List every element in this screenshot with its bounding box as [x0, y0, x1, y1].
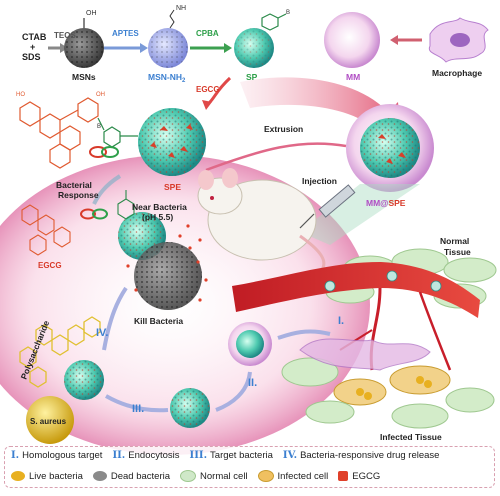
s-aureus-cell — [26, 396, 74, 444]
macrophage-label: Macrophage — [432, 68, 482, 78]
egcg-molecule-top — [19, 97, 99, 169]
legend-step-num: IV. — [282, 450, 298, 461]
mm-vesicle — [324, 12, 380, 68]
step-iii-marker: III. — [132, 403, 144, 415]
mm-label: MM — [346, 72, 360, 82]
kill-bacteria-label: Kill Bacteria — [134, 316, 183, 326]
svg-text:B: B — [97, 124, 101, 130]
syringe — [299, 184, 356, 229]
normal-cell-icon — [180, 470, 197, 482]
egcg-reagent-label: EGCG — [196, 85, 220, 94]
sp-label: SP — [246, 72, 258, 82]
arrow-spe-to-mmspe — [205, 142, 347, 172]
legend-step-num: II. — [112, 450, 126, 461]
step-i-marker: I. — [338, 315, 344, 327]
legend-step-text: Homologous target — [22, 450, 103, 461]
cpba-label: CPBA — [196, 29, 219, 38]
arrow-step-iii — [105, 394, 169, 413]
arrow-response — [92, 174, 122, 205]
injection-beam — [300, 184, 420, 245]
macrophage-in-tissue — [299, 338, 431, 371]
boronic-acid-release — [117, 190, 135, 220]
bacteria-cluster — [356, 388, 364, 396]
released-egcg-dots — [126, 224, 208, 302]
legend-step-text: Bacteria-responsive drug release — [300, 450, 440, 461]
mouse-ear — [198, 170, 214, 190]
circulating-np — [324, 280, 336, 292]
legend-step-text: Target bacteria — [210, 450, 273, 461]
polysaccharide-chain — [19, 316, 101, 388]
arrow-head-egcg — [202, 100, 212, 110]
infected-cell-icon — [257, 470, 274, 482]
cleaved-link — [80, 208, 108, 220]
live-bacteria-icon — [11, 471, 25, 481]
near-bacteria-label-1: Near Bacteria — [132, 202, 187, 212]
amine-chain — [169, 9, 175, 29]
arrow-step-iv — [102, 286, 128, 351]
legend-step-num: III. — [189, 450, 208, 461]
legend-step-iii: III. Target bacteria — [190, 450, 273, 461]
legend-step-text: Endocytosis — [128, 450, 180, 461]
legend-step-iv: IV. Bacteria-responsive drug release — [283, 450, 440, 461]
extrusion-label: Extrusion — [264, 124, 303, 134]
macrophage-nucleus — [450, 33, 470, 47]
svg-text:B: B — [286, 10, 290, 16]
egcg-structure-label: EGCG — [38, 261, 62, 270]
boronic-ring — [261, 13, 279, 31]
s-aureus-label: S. aureus — [30, 417, 67, 426]
legend-dead-bacteria: Dead bacteria — [92, 471, 170, 482]
aptes-label: APTES — [112, 29, 139, 38]
svg-text:HO: HO — [16, 92, 25, 98]
extrusion-arrow — [240, 77, 402, 146]
normal-tissue-label-1: Normal — [440, 236, 469, 246]
legend-infected-cell: Infected cell — [257, 470, 328, 482]
svg-text:OH: OH — [86, 10, 97, 17]
mouse-eye — [210, 196, 214, 200]
injection-label: Injection — [302, 176, 337, 186]
bacterial-response-label-1: Bacterial — [56, 180, 92, 190]
egcg-molecule-lower — [21, 204, 71, 256]
plus-label: + — [30, 42, 35, 52]
mm-spe-label: MM@SPE — [366, 198, 406, 208]
legend-step-num: I. — [11, 450, 20, 461]
arrow-head-2 — [140, 43, 148, 53]
bacterial-response-label-2: Response — [58, 190, 99, 200]
arrow-head-3 — [224, 43, 232, 53]
svg-text:NH: NH — [176, 5, 186, 12]
normal-tissue-label-2: Tissue — [444, 247, 471, 257]
infected-tissue-label: Infected Tissue — [380, 432, 442, 442]
step-iv-marker: IV. — [96, 327, 108, 339]
dead-bacteria-icon — [92, 471, 107, 481]
svg-text:OH: OH — [96, 92, 105, 98]
spe-label: SPE — [164, 182, 181, 192]
arrow-step-ii — [215, 371, 252, 412]
arrow-step-i — [277, 329, 331, 340]
legend: I. Homologous target II. Endocytosis III… — [4, 446, 495, 488]
msns-label: MSNs — [72, 72, 96, 82]
step-ii-marker: II. — [248, 377, 257, 389]
arrow-head-macrophage — [390, 35, 398, 45]
chain-link-2 — [101, 146, 119, 158]
legend-egcg: EGCG — [338, 471, 380, 482]
sds-label: SDS — [22, 52, 41, 62]
near-bacteria-label-2: (pH 5.5) — [142, 212, 173, 222]
ctab-label: CTAB — [22, 32, 47, 42]
legend-step-ii: II. Endocytosis — [112, 450, 179, 461]
legend-step-i: I. Homologous target — [11, 450, 102, 461]
legend-live-bacteria: Live bacteria — [11, 471, 83, 482]
boronate-linker — [97, 117, 138, 148]
blood-vessel — [232, 262, 480, 318]
legend-symbols-row: Live bacteria Dead bacteria Normal cell … — [11, 470, 490, 482]
egcg-icon — [338, 471, 349, 481]
chain-link-1 — [89, 146, 107, 158]
capillary-2 — [418, 291, 452, 371]
legend-steps-row: I. Homologous target II. Endocytosis III… — [11, 450, 490, 461]
legend-normal-cell: Normal cell — [180, 470, 248, 482]
teos-label: TEOS — [54, 31, 76, 40]
msn-nh2-label: MSN-NH2 — [148, 72, 186, 84]
